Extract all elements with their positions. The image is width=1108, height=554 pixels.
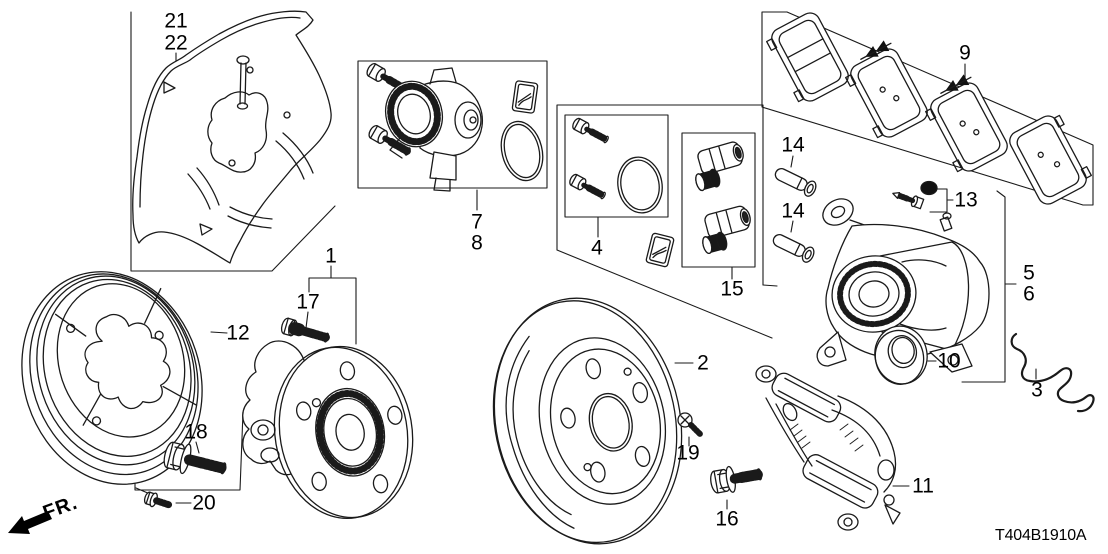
part-18-flange-bolt: [163, 441, 228, 475]
part-3-pad-spring: [1010, 332, 1095, 413]
part-label-6-11: 6: [1023, 282, 1035, 306]
part-label-9-9: 9: [959, 41, 971, 65]
part-1-hub-bearing-unit: [242, 340, 414, 519]
part-2-brake-disc: [492, 297, 683, 545]
part-10-piston-boot: [874, 325, 928, 385]
part-20-screw: [143, 491, 174, 509]
part-17-wheel-stud: [280, 317, 330, 343]
bracket-lines: [130, 11, 1094, 510]
part-label-21-0: 21: [164, 9, 188, 33]
part-label-20-18: 20: [192, 491, 216, 515]
part-label-1-15: 1: [325, 244, 337, 268]
part-label-5-10: 5: [1023, 261, 1035, 285]
part-label-13-8: 13: [954, 188, 978, 212]
part-12-splash-guard: [21, 271, 203, 485]
part-21-22-splash-guard: [132, 10, 332, 264]
part-label-16-21: 16: [715, 507, 739, 531]
part-label-15-5: 15: [720, 277, 744, 301]
part-label-22-1: 22: [164, 31, 188, 55]
part-13-bleeder-screw: [892, 180, 938, 210]
part-label-14-6: 14: [781, 133, 805, 157]
actuator-motor: [384, 67, 484, 192]
diagram-code: T404B1910A: [995, 527, 1087, 544]
part-label-17-16: 17: [296, 290, 320, 314]
part-label-3-13: 3: [1031, 378, 1043, 402]
grease-sachet-2: [645, 232, 675, 268]
fr-direction-arrow: [8, 511, 52, 534]
part-label-14-7: 14: [781, 199, 805, 223]
part-4-seal-kit-box: [564, 114, 675, 268]
part-7-8-actuator-box: [357, 60, 548, 192]
part-label-2-19: 2: [697, 351, 709, 375]
part-label-4-4: 4: [591, 236, 603, 260]
grease-sachet-1: [511, 80, 539, 114]
part-label-12-14: 12: [226, 321, 250, 345]
part-label-18-17: 18: [184, 420, 208, 444]
part-label-10-12: 10: [937, 349, 961, 373]
part-5-6-caliper-assembly: [816, 198, 990, 373]
part-15-pin-boot-box: [681, 132, 756, 268]
bleed-nipple: [939, 212, 953, 232]
part-19-disc-screw: [677, 412, 703, 437]
part-14-slide-pins: [772, 167, 817, 263]
part-11-caliper-bracket: [755, 365, 901, 531]
part-label-11-22: 11: [912, 474, 934, 498]
part-label-7-2: 7: [471, 210, 483, 234]
part-9-brake-pad-set: [766, 12, 1092, 205]
part-label-19-20: 19: [676, 441, 700, 465]
part-label-8-3: 8: [471, 231, 483, 255]
part-16-mounting-bolt: [710, 465, 764, 494]
